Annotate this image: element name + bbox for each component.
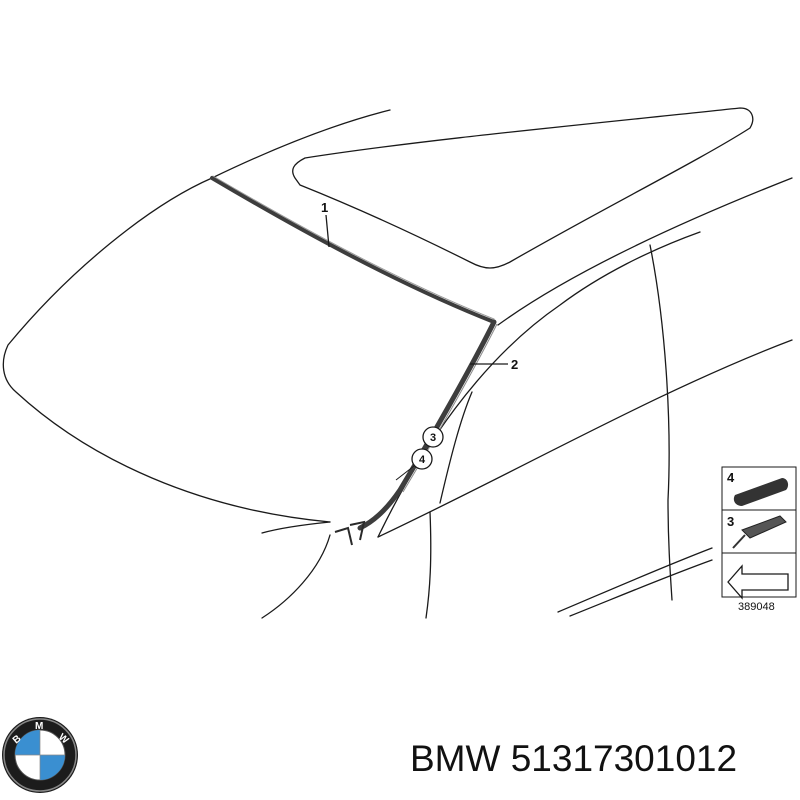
quarter-glass-line [439, 391, 473, 504]
windscreen-outline [2, 177, 331, 523]
bmw-logo-m: M [35, 721, 43, 732]
callout-3-circle [422, 426, 444, 448]
legend-item-3-number: 3 [727, 514, 734, 529]
fender-line [425, 511, 432, 619]
leader-line-1 [325, 214, 330, 248]
front-edge [261, 534, 331, 619]
legend-item-3-clip-icon [741, 515, 787, 539]
seal-top-highlight [212, 175, 495, 320]
a-pillar-outer [377, 231, 701, 538]
seal-bottom-clip [334, 520, 366, 546]
sill-line-upper [557, 547, 713, 613]
legend-item-3-pin [732, 534, 746, 549]
legend-arrow-icon [727, 564, 789, 600]
leader-line-4 [395, 465, 415, 481]
part-caption: BMW 51317301012 [410, 740, 737, 777]
body-upper-line [497, 177, 793, 326]
parts-legend: 4 3 [721, 466, 797, 600]
sill-line-lower [569, 559, 713, 617]
bmw-roundel-icon: B M W [2, 717, 78, 793]
seal-pillar-part-2 [357, 319, 497, 531]
diagram-reference-number: 389048 [738, 601, 775, 613]
callout-3: 3 [430, 432, 436, 444]
legend-item-4-cap-icon [733, 478, 789, 506]
callout-4-circle [411, 448, 433, 470]
callout-4: 4 [419, 454, 426, 466]
seal-top-part-1 [210, 176, 496, 324]
callout-1: 1 [321, 200, 328, 215]
windscreen-base [261, 521, 331, 534]
door-seam [649, 244, 673, 601]
callout-2: 2 [511, 357, 518, 372]
brand-name: BMW [410, 738, 501, 779]
sunroof-outline [292, 107, 754, 269]
roof-line [211, 109, 391, 179]
door-window-line [377, 339, 793, 538]
seal-pillar-highlight [402, 323, 498, 493]
part-number: 51317301012 [510, 738, 738, 779]
legend-item-4-number: 4 [727, 470, 735, 485]
